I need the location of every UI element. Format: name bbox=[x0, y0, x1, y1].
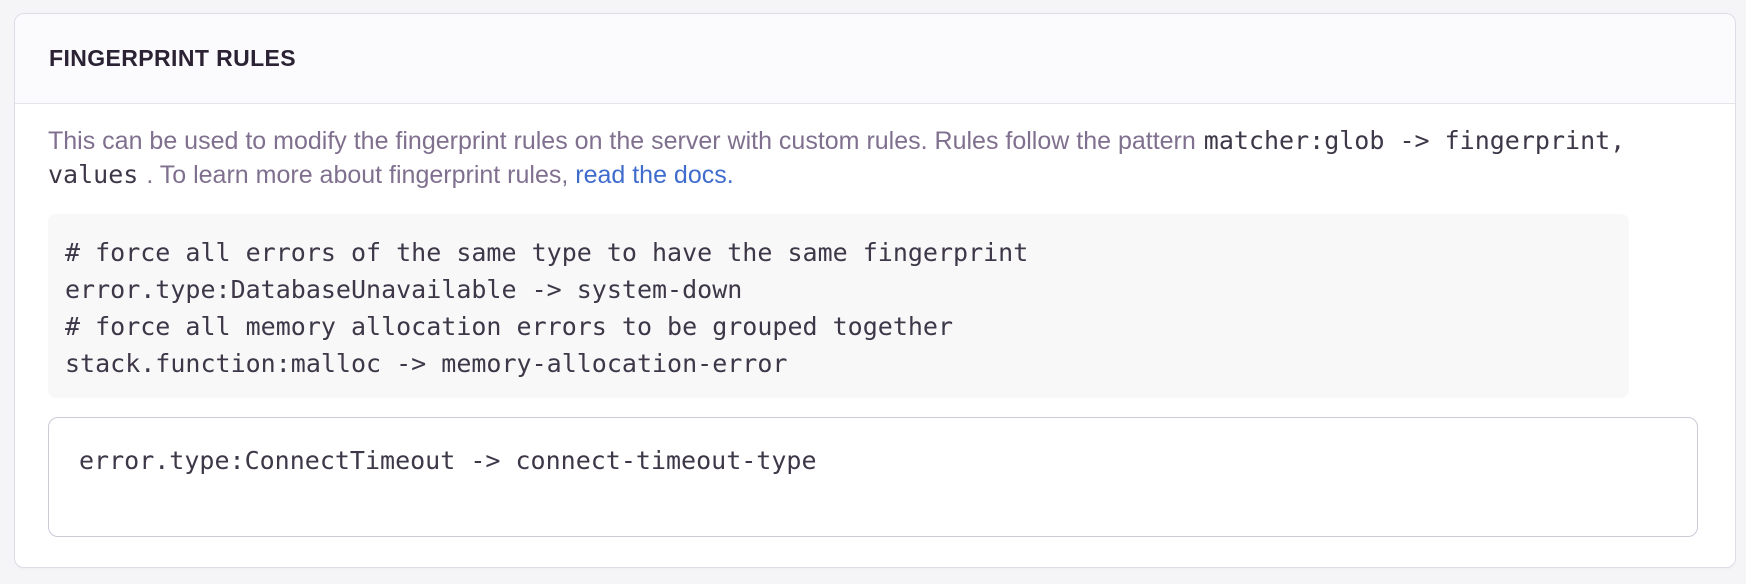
panel-body: This can be used to modify the fingerpri… bbox=[15, 104, 1735, 567]
example-code-block: # force all errors of the same type to h… bbox=[48, 214, 1629, 398]
description-text-middle: . To learn more about fingerprint rules, bbox=[146, 161, 576, 189]
fingerprint-rules-panel: FINGERPRINT RULES This can be used to mo… bbox=[14, 13, 1736, 568]
description-text-before: This can be used to modify the fingerpri… bbox=[48, 127, 1196, 155]
panel-header: FINGERPRINT RULES bbox=[15, 14, 1735, 104]
read-the-docs-link[interactable]: read the docs. bbox=[575, 161, 734, 189]
pattern-inline-code: matcher:glob -> fingerprint, values bbox=[48, 126, 1626, 189]
field-description: This can be used to modify the fingerpri… bbox=[48, 124, 1701, 192]
panel-title: FINGERPRINT RULES bbox=[49, 45, 297, 71]
fingerprint-rules-input[interactable]: error.type:ConnectTimeout -> connect-tim… bbox=[48, 417, 1698, 537]
